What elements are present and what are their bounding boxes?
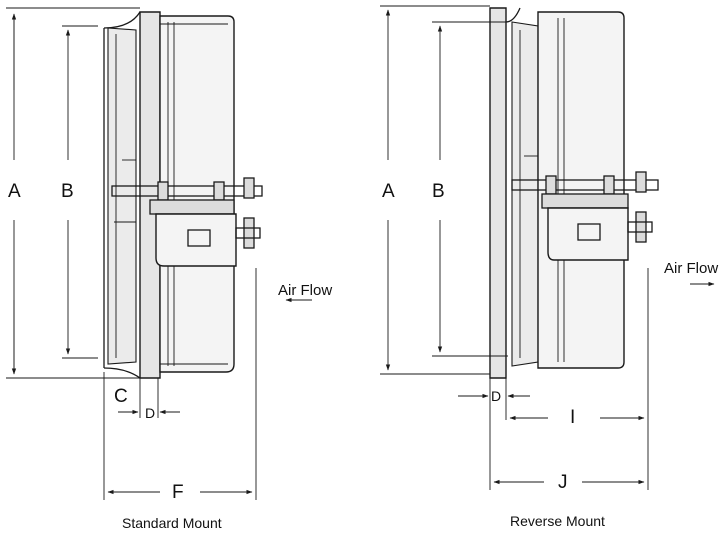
standard-label-plate	[187, 229, 211, 247]
std-airflow-label: Air Flow	[278, 282, 332, 299]
standard-fan-housing	[159, 15, 235, 373]
reverse-shaft	[511, 179, 659, 191]
std-dim-c: C	[114, 386, 128, 407]
reverse-mounting-flange	[489, 7, 507, 379]
rev-dim-b: B	[432, 181, 445, 202]
reverse-label-plate	[577, 223, 601, 241]
reverse-mount-drawing	[489, 7, 659, 379]
std-caption: Standard Mount	[122, 515, 222, 531]
standard-dimensions	[6, 7, 312, 500]
std-dim-d: D	[145, 405, 155, 421]
std-dim-f: F	[172, 482, 184, 503]
standard-shaft	[111, 185, 263, 197]
reverse-motor-box	[541, 193, 629, 209]
rev-dim-j: J	[558, 472, 568, 493]
reverse-blade	[511, 21, 539, 367]
rev-dim-a: A	[382, 181, 395, 202]
rev-dim-d: D	[491, 388, 501, 404]
standard-mount-drawing	[103, 11, 263, 379]
standard-motor-box	[149, 199, 235, 215]
std-dim-b: B	[61, 181, 74, 202]
rev-caption: Reverse Mount	[510, 513, 605, 529]
rev-dim-i: I	[570, 407, 575, 428]
reverse-dimensions	[380, 5, 715, 490]
standard-mounting-flange	[139, 11, 161, 379]
rev-airflow-label: Air Flow	[664, 260, 718, 277]
std-dim-a: A	[8, 181, 21, 202]
